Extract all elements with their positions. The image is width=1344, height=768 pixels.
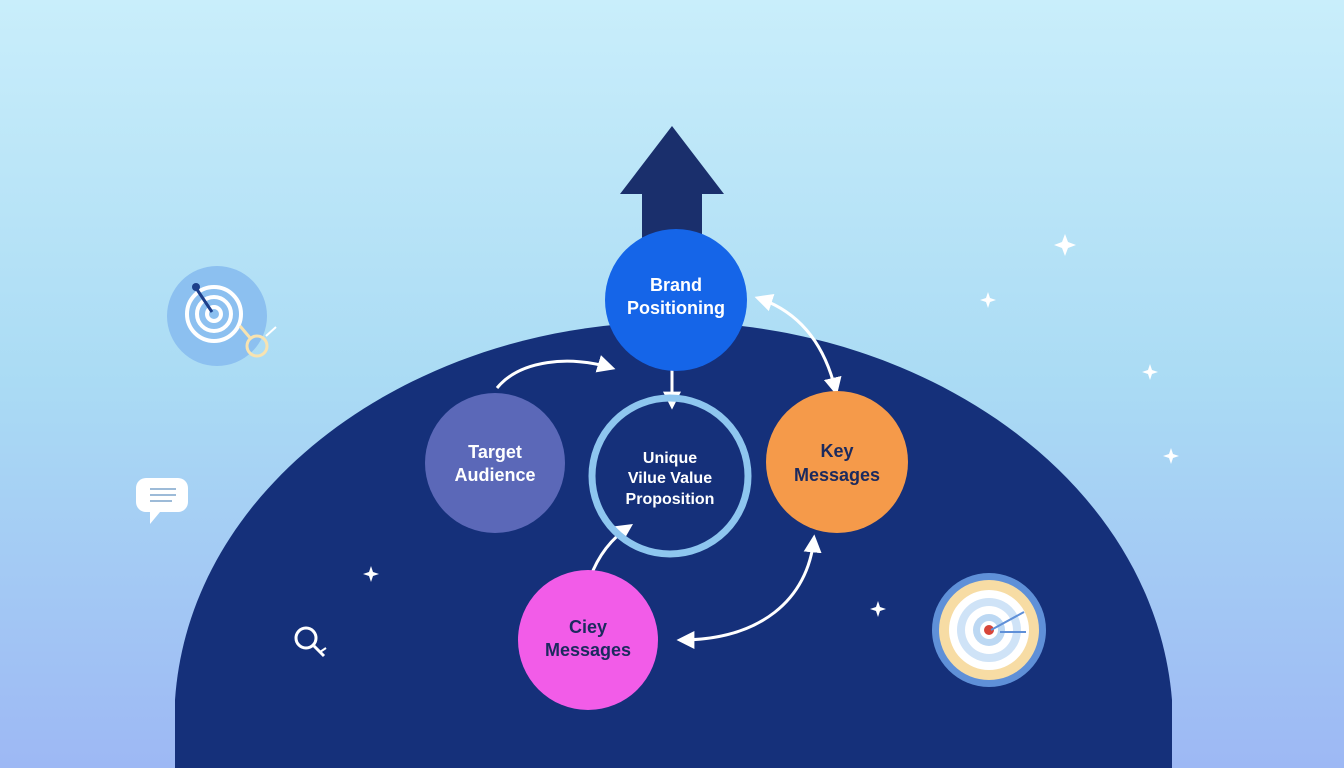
key-messages-line-1: Key <box>820 441 853 461</box>
unique-value-line-3: Proposition <box>626 491 715 508</box>
sparkle-icon <box>1054 234 1076 256</box>
ciey-messages-line-1: Ciey <box>569 617 607 637</box>
node-key-messages: Key Messages <box>766 391 908 533</box>
sparkle-icons <box>363 234 1179 617</box>
brand-positioning-line-1: Brand <box>650 275 702 295</box>
target-audience-line-2: Audience <box>454 465 535 485</box>
brand-positioning-line-2: Positioning <box>627 298 725 318</box>
node-unique-value: Unique Vilue Value Proposition <box>588 394 752 558</box>
target-audience-line-1: Target <box>468 442 522 462</box>
ciey-messages-line-2: Messages <box>545 640 631 660</box>
key-messages-line-2: Messages <box>794 465 880 485</box>
connector-audience-to-brand <box>495 355 616 389</box>
svg-text:Unique: Unique <box>643 450 697 467</box>
sparkle-icon <box>1142 364 1158 380</box>
target-key-icon <box>167 266 277 366</box>
node-brand-positioning: Brand Positioning <box>605 229 747 371</box>
chat-bubble-icon <box>136 478 188 524</box>
sparkle-icon <box>1163 448 1179 464</box>
svg-text:Proposition: Proposition <box>626 491 715 508</box>
unique-value-line-1: Unique <box>643 450 697 467</box>
bullseye-target-icon <box>932 573 1046 687</box>
magnifier-key-icon <box>294 626 327 658</box>
sparkle-icon <box>363 566 379 582</box>
dome <box>175 322 1172 768</box>
up-arrow-icon <box>620 126 724 250</box>
unique-value-line-2: Vilue Value <box>628 470 712 487</box>
sparkle-icon <box>870 601 886 617</box>
connector-brand-key <box>754 294 842 396</box>
connector-key-ciey <box>676 534 822 649</box>
sparkle-icon <box>980 292 996 308</box>
svg-text:Vilue Value: Vilue Value <box>628 470 712 487</box>
node-ciey-messages: Ciey Messages <box>518 570 658 710</box>
value-ring <box>588 394 752 558</box>
node-target-audience: Target Audience <box>425 393 565 533</box>
